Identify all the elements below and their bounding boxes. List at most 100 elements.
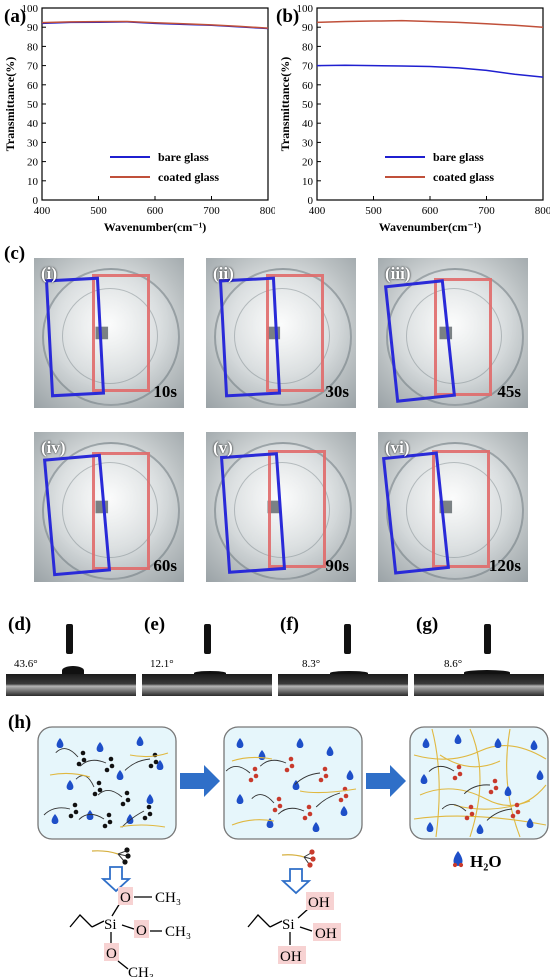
molecule-group-dot: [515, 809, 521, 815]
wetting-photo: ■(vi)120s: [378, 432, 528, 582]
molecule-chain: [294, 772, 321, 785]
scheme-box-initial: [37, 726, 177, 840]
structural-formula-right: Si OH OH OH: [247, 892, 341, 965]
panel-label-g: (g): [416, 614, 439, 635]
si-atom: Si: [104, 917, 117, 933]
photo-sublabel: (vi): [385, 438, 410, 457]
y-tick-label: 40: [302, 118, 314, 130]
panel-label-d: (d): [8, 614, 32, 635]
beaker-base: [406, 462, 502, 558]
fiber-strand: [469, 728, 481, 838]
water-molecule: [96, 742, 104, 752]
molecule-group-dot: [343, 793, 349, 799]
coated-region-box: [432, 450, 490, 568]
molecule-group-dot: [81, 757, 87, 763]
photo-sublabel: (iv): [41, 438, 66, 457]
series-line-coated-glass: [41, 20, 269, 29]
panel-label-c: (c): [4, 243, 26, 264]
elapsed-time: 30s: [325, 382, 349, 401]
y-tick-label: 30: [27, 137, 39, 149]
hydroxyl-group: OH: [280, 949, 302, 965]
contact-angle-image-g: 8.6°: [414, 624, 544, 708]
x-tick-label: 700: [203, 205, 220, 217]
water-molecule: [426, 822, 434, 832]
hydroxyl-group: OH: [315, 926, 337, 942]
coated-region-box: [92, 452, 150, 570]
molecule-group-dot: [73, 809, 79, 815]
plot-frame: [41, 7, 269, 201]
molecule-chain: [225, 766, 251, 774]
y-tick-label: 80: [27, 41, 39, 53]
scheme-box-hydrolyzed: [223, 726, 363, 840]
molecule-group-dot: [452, 775, 458, 781]
bare-region-box: [218, 276, 282, 398]
y-tick-label: 20: [302, 157, 314, 169]
molecule-legend-left: [91, 847, 131, 865]
y-tick-label: 90: [302, 22, 314, 34]
fiber-strand: [299, 788, 357, 794]
molecule-group-dot: [148, 763, 154, 769]
molecule-group-dot: [253, 773, 259, 779]
x-tick-label: 400: [309, 205, 326, 217]
water-molecule: [86, 810, 94, 820]
x-axis-label: Wavenumber(cm⁻¹): [104, 220, 207, 234]
water-molecule: [454, 734, 462, 744]
y-tick-label: 40: [27, 118, 39, 130]
molecule-group-dot: [488, 789, 494, 795]
y-tick-label: 50: [302, 99, 314, 111]
y-tick-label: 50: [27, 99, 39, 111]
water-molecule: [312, 822, 320, 832]
molecule-group-dot: [272, 807, 278, 813]
x-tick-label: 600: [147, 205, 164, 217]
x-axis-label: Wavenumber(cm⁻¹): [379, 220, 482, 234]
y-tick-label: 100: [297, 3, 314, 15]
molecule-group-dot: [284, 767, 290, 773]
coated-region-box: [266, 274, 324, 392]
molecule-group-dot: [107, 819, 113, 825]
water-molecule: [420, 774, 428, 784]
bare-region-box: [383, 279, 457, 403]
substrate: [278, 674, 408, 696]
molecule-chain: [463, 784, 491, 795]
molecule-group-dot: [338, 797, 344, 803]
x-tick-label: 700: [478, 205, 495, 217]
molecule-group-dot: [469, 811, 475, 817]
si-atom: Si: [282, 917, 295, 933]
molecule-group-dot: [456, 764, 462, 770]
substrate: [6, 674, 136, 696]
bare-region-box: [219, 452, 287, 574]
x-tick-label: 800: [535, 205, 550, 217]
fiber-strand: [431, 728, 440, 838]
fiber-strand: [129, 752, 169, 758]
molecule-group-dot: [124, 790, 130, 796]
methyl-group: CH₃: [155, 890, 181, 906]
water-molecule: [530, 740, 538, 750]
syringe-needle: [484, 624, 491, 654]
water-molecule: [526, 818, 534, 828]
water-molecule: [51, 814, 59, 824]
molecule-chain: [441, 804, 467, 812]
photo-sublabel: (iii): [385, 264, 411, 283]
contact-angle-image-e: 12.1°: [142, 624, 272, 708]
water-molecule: [494, 738, 502, 748]
bare-region-box: [42, 453, 112, 577]
water-molecule: [236, 738, 244, 748]
hydrolysis-scheme: H₂O Si O CH₃ O CH₃ O CH₃ Si OH OH OH: [37, 726, 549, 977]
panel-label-f: (f): [280, 614, 299, 635]
plot-frame: [316, 7, 544, 201]
legend-label: bare glass: [158, 150, 209, 164]
coated-region-box: [434, 278, 492, 396]
water-molecule: [146, 794, 154, 804]
y-tick-label: 80: [302, 41, 314, 53]
arrow-right-icon: [180, 765, 220, 797]
water-molecule: [346, 770, 354, 780]
photo-sublabel: (v): [213, 438, 233, 457]
water-molecule: [66, 780, 74, 790]
syringe-needle: [344, 624, 351, 654]
beaker-base: [62, 288, 158, 384]
molecule-group-dot: [307, 811, 313, 817]
coated-region-box: [268, 450, 326, 568]
legend-label: coated glass: [433, 170, 494, 184]
molecule-legend-right: [281, 849, 316, 868]
